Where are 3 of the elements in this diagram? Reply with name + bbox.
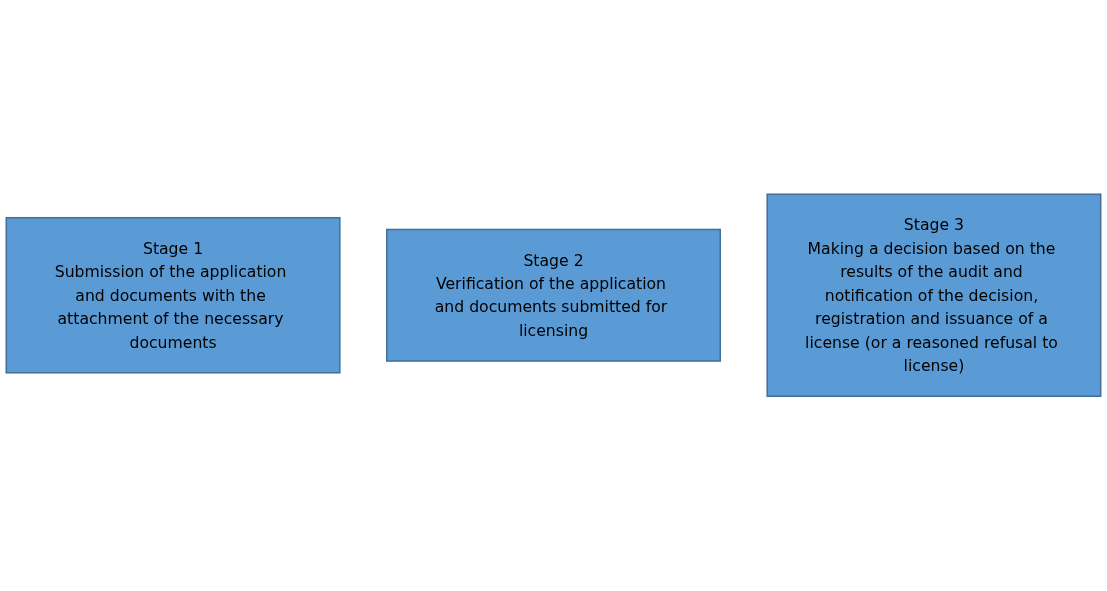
node-box: Stage 1 Submission of the application and documents with the attachment of the necessary documents bbox=[5, 217, 341, 374]
node-box: Stage 3 Making a decision based on the results of the audit and notification of the decision, registration and issuance of a license (or a reasoned refusal to license) bbox=[766, 193, 1102, 398]
node-box: Stage 2 Verification of the application and documents submitted for licensing bbox=[385, 228, 722, 363]
